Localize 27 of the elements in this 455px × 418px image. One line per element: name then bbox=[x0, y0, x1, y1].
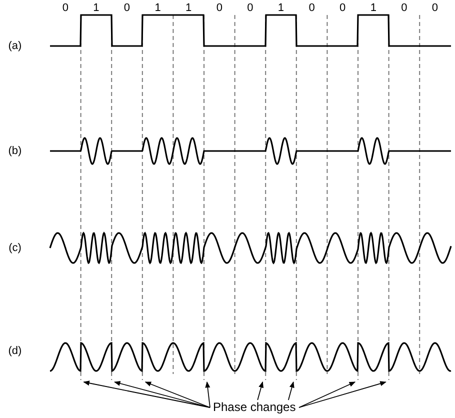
bit-value: 0 bbox=[61, 1, 70, 16]
bit-value: 1 bbox=[276, 1, 286, 16]
bit-value: 0 bbox=[308, 1, 316, 16]
bit-value: 1 bbox=[92, 1, 100, 16]
arrow bbox=[83, 380, 210, 408]
callout-text: Phase changes bbox=[210, 400, 299, 415]
bit-value: 1 bbox=[184, 1, 193, 16]
bit-value: 0 bbox=[122, 1, 132, 16]
arrow bbox=[144, 382, 210, 408]
bit-value: 0 bbox=[338, 1, 347, 16]
arrow bbox=[257, 381, 264, 400]
arrow bbox=[288, 381, 294, 400]
bit-value: 0 bbox=[400, 1, 408, 16]
bit-value: 0 bbox=[246, 1, 254, 16]
bit-value: 1 bbox=[369, 1, 378, 16]
arrow bbox=[298, 382, 356, 408]
bit-value: 0 bbox=[215, 1, 224, 16]
row-label: (a) bbox=[7, 39, 23, 54]
row-label: (c) bbox=[8, 241, 22, 256]
arrow bbox=[298, 381, 386, 408]
arrow bbox=[205, 381, 210, 408]
bit-value: 0 bbox=[430, 1, 440, 16]
row-label: (d) bbox=[7, 344, 23, 359]
phase-modulated-wave bbox=[49, 342, 452, 372]
row-label: (b) bbox=[7, 144, 23, 159]
bit-value: 1 bbox=[154, 1, 162, 16]
arrow bbox=[114, 381, 210, 408]
